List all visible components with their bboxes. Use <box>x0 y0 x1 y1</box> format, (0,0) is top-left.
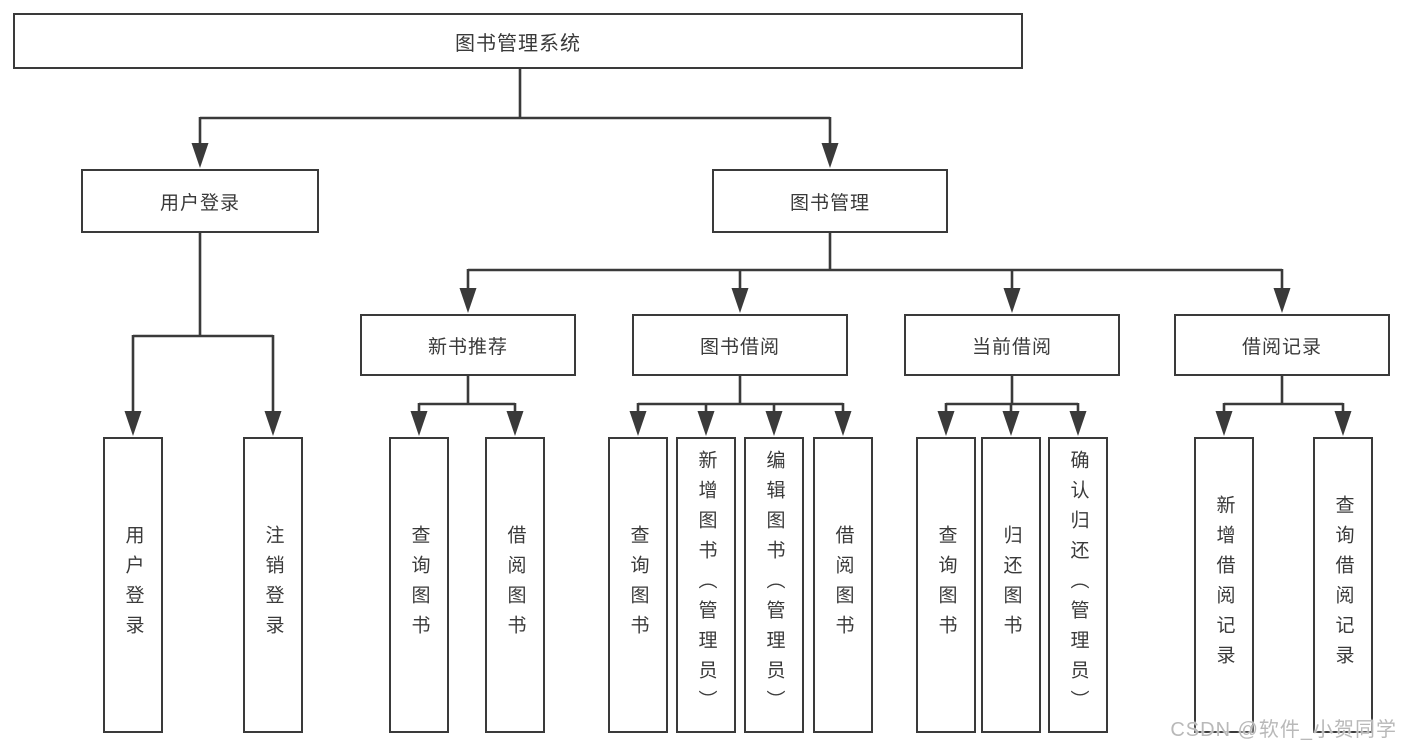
leaf-query-borrow-record: 查询借阅记录 <box>1313 437 1373 733</box>
node-book-borrowing: 图书借阅 <box>632 314 848 376</box>
leaf-logout: 注销登录 <box>243 437 303 733</box>
leaf-borrow-book: 借阅图书 <box>485 437 545 733</box>
node-borrowing-records: 借阅记录 <box>1174 314 1390 376</box>
leaf-add-borrow-record: 新增借阅记录 <box>1194 437 1254 733</box>
leaf-borrow-book-2: 借阅图书 <box>813 437 873 733</box>
leaf-add-book-admin: 新增图书（管理员） <box>676 437 736 733</box>
leaf-confirm-return-admin: 确认归还（管理员） <box>1048 437 1108 733</box>
node-book-management: 图书管理 <box>712 169 948 233</box>
leaf-query-book-3: 查询图书 <box>916 437 976 733</box>
csdn-watermark: CSDN @软件_小贺同学 <box>1170 719 1397 741</box>
leaf-return-book: 归还图书 <box>981 437 1041 733</box>
leaf-user-login: 用户登录 <box>103 437 163 733</box>
leaf-query-book-2: 查询图书 <box>608 437 668 733</box>
node-library-system: 图书管理系统 <box>13 13 1023 69</box>
node-new-book-recommend: 新书推荐 <box>360 314 576 376</box>
leaf-edit-book-admin: 编辑图书（管理员） <box>744 437 804 733</box>
node-current-borrowing: 当前借阅 <box>904 314 1120 376</box>
leaf-query-book: 查询图书 <box>389 437 449 733</box>
node-user-login: 用户登录 <box>81 169 319 233</box>
